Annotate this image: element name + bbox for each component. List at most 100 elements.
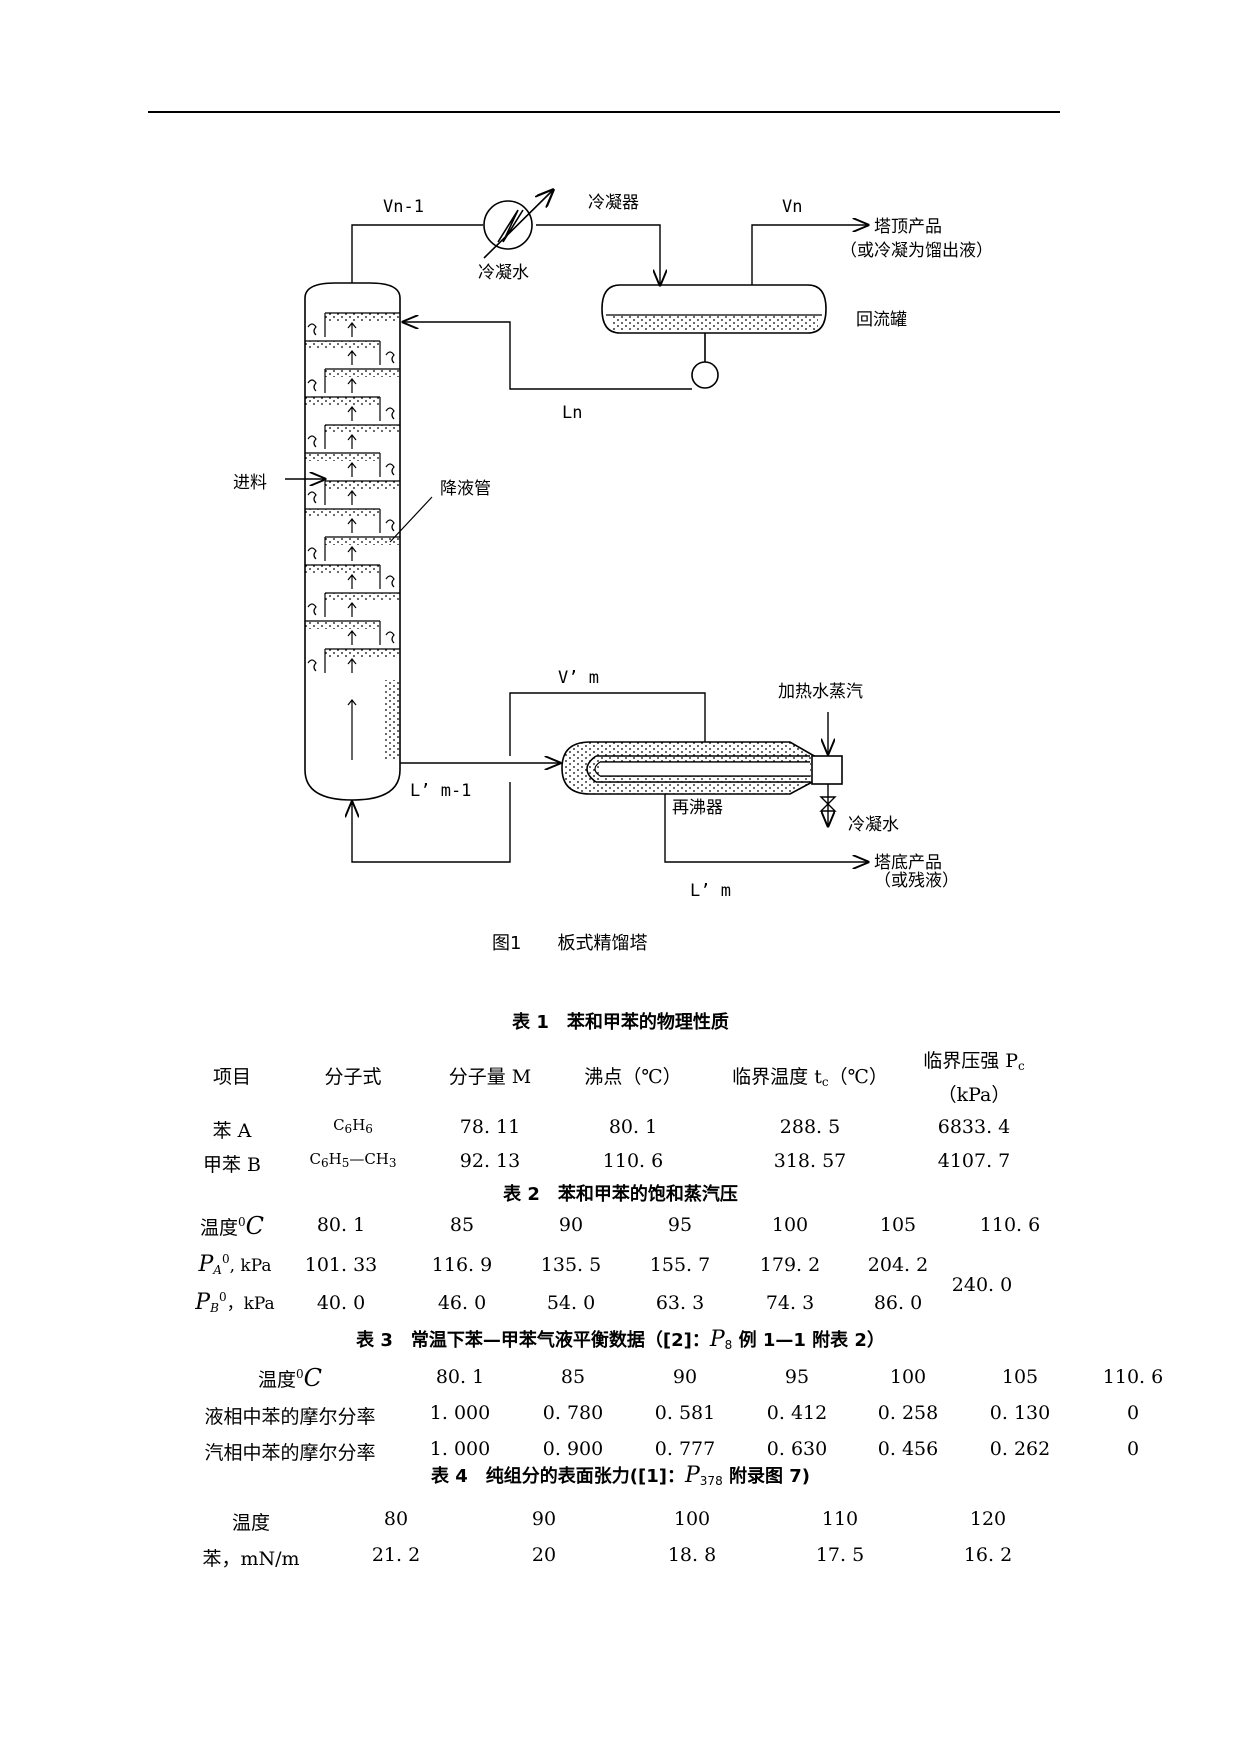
t1-row1-pc: 6833. 4 xyxy=(937,1116,1011,1138)
table4-title: 表 4 纯组分的表面张力([1]：P378 附录图 7) xyxy=(430,1463,810,1488)
t4-benzene-1: 20 xyxy=(531,1544,557,1566)
t3-temp-4: 100 xyxy=(889,1366,927,1388)
t3-vapor-0: 1. 000 xyxy=(429,1438,491,1460)
label-cooling-water-bottom: 冷凝水 xyxy=(848,815,899,835)
t2-pa-5: 204. 2 xyxy=(867,1254,929,1276)
t2-temp-1: 85 xyxy=(449,1214,475,1236)
label-ln: Ln xyxy=(562,403,582,423)
t2-pb-4: 74. 3 xyxy=(765,1292,815,1314)
t2-label-temp: 温度0C xyxy=(199,1212,265,1240)
downcomer-pointer xyxy=(389,496,433,543)
t1-header-formula: 分子式 xyxy=(324,1066,382,1088)
t1-row2-tc: 318. 57 xyxy=(773,1150,847,1172)
table3-title: 表 3 常温下苯—甲苯气液平衡数据（[2]：P8 例 1—1 附表 2） xyxy=(356,1327,885,1352)
t3-vapor-2: 0. 777 xyxy=(654,1438,716,1460)
t4-temp-3: 110 xyxy=(821,1508,859,1530)
t2-pb-2: 54. 0 xyxy=(546,1292,596,1314)
t1-header-tc: 临界温度 tc（℃） xyxy=(732,1066,888,1089)
t3-label-temp: 温度0C xyxy=(257,1364,323,1392)
t3-vapor-5: 0. 262 xyxy=(989,1438,1051,1460)
t1-row2-mw: 92. 13 xyxy=(459,1150,521,1172)
t2-label-pa: PA0, kPa xyxy=(198,1252,272,1277)
t3-liquid-0: 1. 000 xyxy=(429,1402,491,1424)
t2-label-pb: PB0，kPa xyxy=(195,1290,275,1315)
reflux-pump-icon xyxy=(691,333,719,389)
label-reboiler: 再沸器 xyxy=(672,798,723,818)
t1-row2-formula: C6H5—CH3 xyxy=(309,1150,397,1170)
t1-header-pc: 临界压强 Pc xyxy=(923,1050,1025,1073)
t4-temp-0: 80 xyxy=(383,1508,409,1530)
reflux-drum xyxy=(601,284,827,334)
t3-temp-5: 105 xyxy=(1001,1366,1039,1388)
t3-liquid-2: 0. 581 xyxy=(654,1402,716,1424)
reboiler-vapor-line xyxy=(509,692,706,756)
condenser-icon xyxy=(483,190,553,259)
label-feed: 进料 xyxy=(233,473,267,493)
t1-row2-bp: 110. 6 xyxy=(602,1150,664,1172)
t1-row1-bp: 80. 1 xyxy=(608,1116,658,1138)
reboiler xyxy=(561,741,843,795)
t3-temp-3: 95 xyxy=(784,1366,810,1388)
t1-row1-mw: 78. 11 xyxy=(459,1116,521,1138)
t3-temp-6: 110. 6 xyxy=(1102,1366,1164,1388)
table2-title: 表 2 苯和甲苯的饱和蒸汽压 xyxy=(503,1184,738,1205)
t4-benzene-0: 21. 2 xyxy=(371,1544,421,1566)
label-bottom-product: 塔底产品 xyxy=(874,853,942,873)
column-shell xyxy=(304,282,401,801)
t1-header-mw: 分子量 M xyxy=(448,1066,532,1088)
t3-label-liquid: 液相中苯的摩尔分率 xyxy=(204,1406,376,1428)
t3-vapor-1: 0. 900 xyxy=(542,1438,604,1460)
label-cooling-water-top: 冷凝水 xyxy=(478,263,529,283)
t2-merged-cell: 240. 0 xyxy=(951,1274,1013,1296)
label-bottom-product-note: （或残液） xyxy=(874,871,959,891)
t2-pa-1: 116. 9 xyxy=(431,1254,493,1276)
t2-pb-5: 86. 0 xyxy=(873,1292,923,1314)
reflux-line xyxy=(403,322,692,390)
t2-temp-6: 110. 6 xyxy=(979,1214,1041,1236)
t4-temp-2: 100 xyxy=(673,1508,711,1530)
label-heating-steam: 加热水蒸汽 xyxy=(778,682,863,702)
t2-pb-3: 63. 3 xyxy=(655,1292,705,1314)
t3-label-vapor: 汽相中苯的摩尔分率 xyxy=(204,1442,376,1464)
t2-temp-2: 90 xyxy=(558,1214,584,1236)
t3-temp-1: 85 xyxy=(560,1366,586,1388)
t4-benzene-2: 18. 8 xyxy=(667,1544,717,1566)
t3-liquid-4: 0. 258 xyxy=(877,1402,939,1424)
t1-row1-name: 苯 A xyxy=(212,1120,252,1142)
table1-title: 表 1 苯和甲苯的物理性质 xyxy=(512,1012,729,1033)
t1-header-item: 项目 xyxy=(212,1066,252,1088)
label-top-product: 塔顶产品 xyxy=(874,217,942,237)
label-condenser: 冷凝器 xyxy=(588,193,639,213)
label-vn-1: Vn-1 xyxy=(383,197,424,217)
t4-temp-4: 120 xyxy=(969,1508,1007,1530)
t2-pb-1: 46. 0 xyxy=(437,1292,487,1314)
t3-liquid-5: 0. 130 xyxy=(989,1402,1051,1424)
t2-pa-4: 179. 2 xyxy=(759,1254,821,1276)
t4-label-benzene: 苯，mN/m xyxy=(202,1548,300,1570)
top-vapor-line xyxy=(351,224,660,285)
label-v-m: V’ m xyxy=(558,668,599,688)
t2-temp-0: 80. 1 xyxy=(316,1214,366,1236)
t2-temp-3: 95 xyxy=(667,1214,693,1236)
t3-liquid-1: 0. 780 xyxy=(542,1402,604,1424)
t4-temp-1: 90 xyxy=(531,1508,557,1530)
t2-pa-0: 101. 33 xyxy=(304,1254,378,1276)
t1-row1-tc: 288. 5 xyxy=(779,1116,841,1138)
t2-pa-2: 135. 5 xyxy=(540,1254,602,1276)
label-top-product-note: （或冷凝为馏出液） xyxy=(840,241,993,261)
label-l-m: L’ m xyxy=(690,881,731,901)
t3-liquid-3: 0. 412 xyxy=(766,1402,828,1424)
label-reflux-drum: 回流罐 xyxy=(856,310,907,330)
t1-row2-pc: 4107. 7 xyxy=(937,1150,1011,1172)
t1-row2-name: 甲苯 B xyxy=(202,1154,262,1176)
t2-temp-5: 105 xyxy=(879,1214,917,1236)
t3-liquid-6: 0 xyxy=(1126,1402,1140,1424)
t1-header-bp: 沸点（℃） xyxy=(584,1066,682,1088)
distillation-column-diagram: Vn-1 冷凝器 Vn 塔顶产品 （或冷凝为馏出液） 冷凝水 回流罐 Ln 进料… xyxy=(233,0,993,901)
t4-label-temp: 温度 xyxy=(231,1512,271,1534)
condensate-valve-icon xyxy=(819,784,837,826)
t4-benzene-3: 17. 5 xyxy=(815,1544,865,1566)
bottom-product-line xyxy=(664,794,868,862)
t4-benzene-4: 16. 2 xyxy=(963,1544,1013,1566)
reboil-return-line xyxy=(352,782,511,863)
